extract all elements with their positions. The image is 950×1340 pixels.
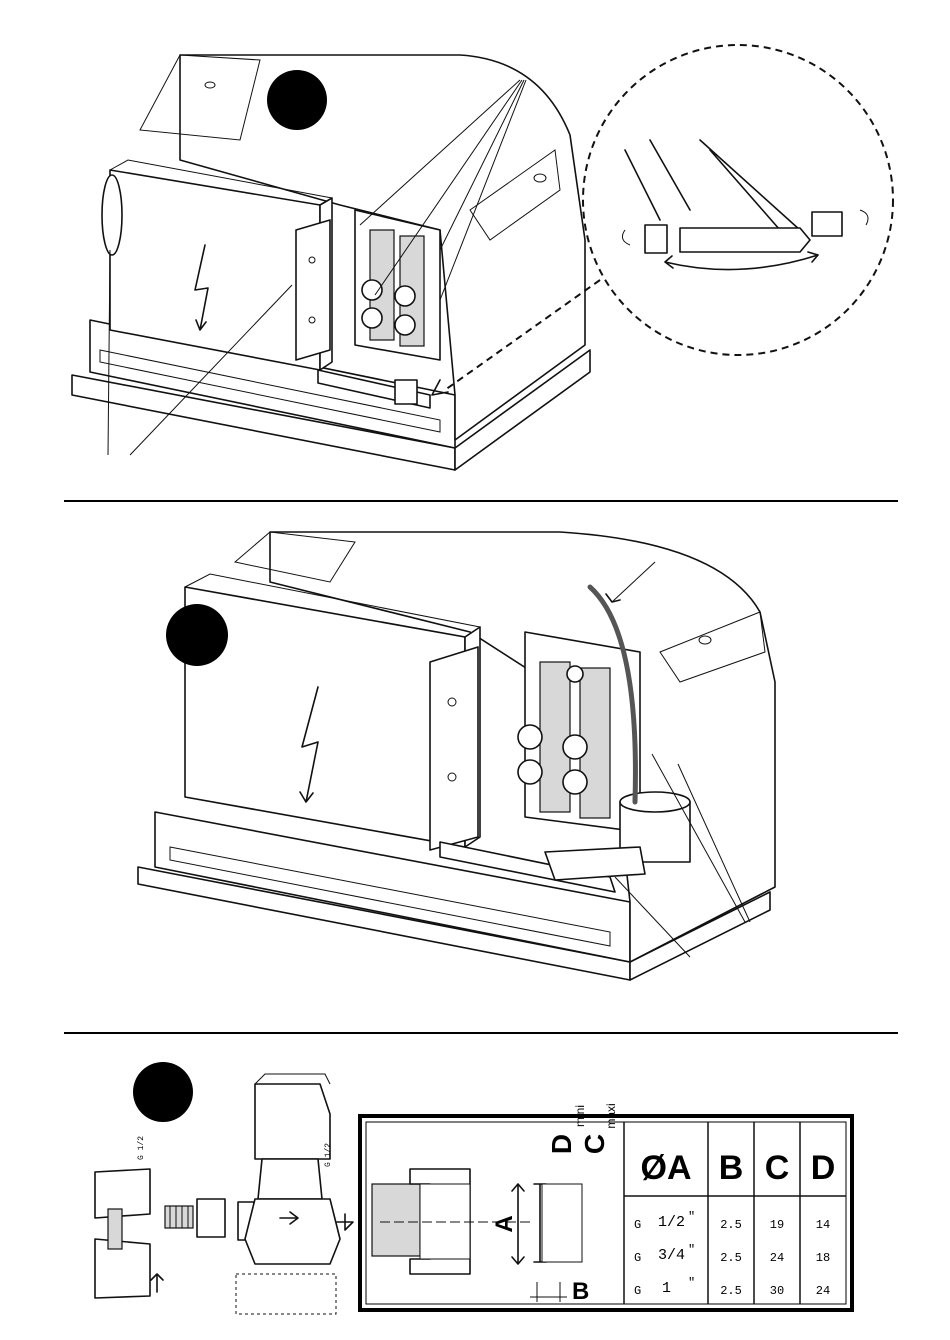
- outlet-thread-label: G 1/2: [324, 1143, 333, 1167]
- row-c: 19: [770, 1218, 784, 1232]
- row-c: 24: [770, 1251, 784, 1265]
- profile-label-a: A: [491, 1215, 518, 1232]
- row-thread: G: [634, 1284, 641, 1298]
- figure-step-1: [0, 0, 950, 500]
- row-unit: ": [688, 1276, 695, 1290]
- row-size: 3/4: [658, 1247, 685, 1264]
- step-badge-1: [267, 70, 327, 130]
- row-thread: G: [634, 1218, 641, 1232]
- row-b: 2.5: [720, 1251, 742, 1265]
- row-d: 18: [816, 1251, 830, 1265]
- step-badge-3: [133, 1062, 193, 1122]
- row-d: 24: [816, 1284, 830, 1298]
- col-header-c: C: [765, 1149, 790, 1187]
- row-c: 30: [770, 1284, 784, 1298]
- row-unit: ": [688, 1243, 695, 1257]
- profile-label-c-sub: maxi: [604, 1103, 618, 1128]
- valve-assembly-drawing: G 1/2 G 1/2 A D mini C maxi B ØA B C D: [0, 1034, 950, 1340]
- profile-label-d-sub: mini: [573, 1105, 587, 1127]
- row-b: 2.5: [720, 1284, 742, 1298]
- dimension-table: A D mini C maxi B ØA B C D G 1/2 " 2.5 1…: [360, 1103, 852, 1310]
- profile-label-b: B: [572, 1278, 589, 1305]
- unit-front-open-drawing: [0, 0, 950, 500]
- figure-step-2: [0, 502, 950, 1032]
- col-header-d: D: [811, 1149, 836, 1187]
- col-header-a: ØA: [641, 1149, 692, 1187]
- profile-label-d: D: [546, 1134, 577, 1154]
- row-b: 2.5: [720, 1218, 742, 1232]
- inlet-thread-label: G 1/2: [137, 1136, 146, 1160]
- row-thread: G: [634, 1251, 641, 1265]
- row-size: 1: [662, 1280, 671, 1297]
- unit-with-pump-drawing: [0, 502, 950, 1032]
- row-size: 1/2: [658, 1214, 685, 1231]
- col-header-b: B: [719, 1149, 744, 1187]
- row-unit: ": [688, 1210, 695, 1224]
- step-badge-2: [166, 604, 228, 666]
- profile-label-c: C: [579, 1134, 610, 1154]
- figure-step-3: G 1/2 G 1/2 A D mini C maxi B ØA B C D: [0, 1034, 950, 1340]
- row-d: 14: [816, 1218, 830, 1232]
